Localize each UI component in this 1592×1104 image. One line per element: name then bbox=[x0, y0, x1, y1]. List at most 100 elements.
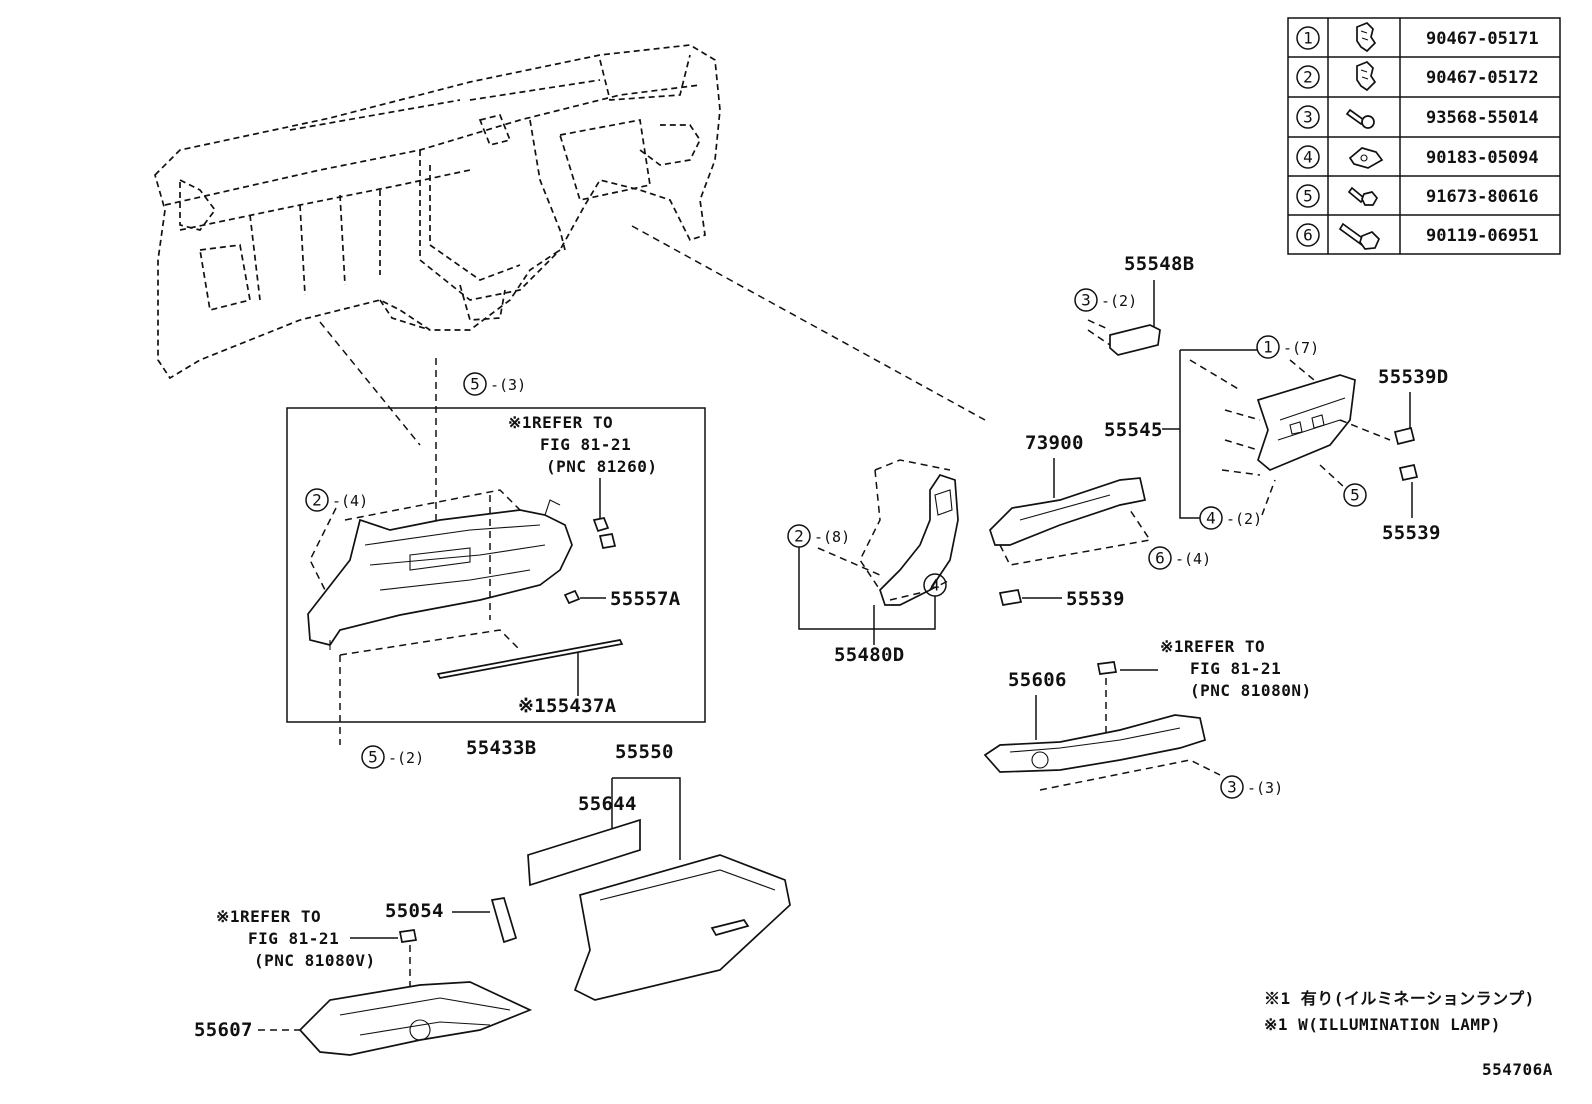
part-label-55054: 55054 bbox=[385, 900, 444, 922]
callout-5-qty-3: 5 -(3) bbox=[463, 372, 526, 396]
part-label-55548B: 55548B bbox=[1124, 253, 1194, 275]
legend-num: 5 bbox=[1303, 187, 1313, 206]
callout-number: 3 bbox=[1081, 291, 1091, 310]
clip-icon bbox=[1356, 22, 1377, 53]
glove-box-liner-55644 bbox=[527, 818, 641, 887]
nut-clip-icon bbox=[1348, 147, 1384, 169]
refer-note-line: (PNC 81080V) bbox=[254, 951, 376, 970]
lamp-socket-81080V bbox=[398, 929, 418, 943]
callout-5-right: 5 bbox=[1343, 483, 1367, 507]
part-label-55437A: ※155437A bbox=[518, 695, 617, 717]
refer-note-81080N: ※1REFER TO FIG 81-21 (PNC 81080N) bbox=[1160, 637, 1312, 700]
switch-55539D bbox=[1393, 426, 1416, 446]
callout-3-qty-3: 3 -(3) bbox=[1220, 775, 1283, 799]
legend-row-2: 2 90467-05172 bbox=[1296, 61, 1539, 92]
legend-row-5: 5 91673-80616 bbox=[1296, 184, 1539, 208]
callout-number: 2 bbox=[312, 491, 322, 510]
legend-part-number: 91673-80616 bbox=[1426, 187, 1539, 207]
callout-4-qty-2: 4 -(2) bbox=[1199, 506, 1262, 530]
legend-num: 3 bbox=[1303, 108, 1313, 127]
refer-note-81260: ※1REFER TO FIG 81-21 (PNC 81260) bbox=[508, 413, 657, 476]
lamp-socket-81260 bbox=[592, 517, 617, 549]
side-panel-55480D bbox=[879, 473, 959, 606]
callout-6-qty-4: 6 -(4) bbox=[1148, 546, 1211, 570]
trim-piece-55548B bbox=[1109, 324, 1161, 356]
footnote-english: ※1 W(ILLUMINATION LAMP) bbox=[1264, 1015, 1501, 1034]
callout-number: 6 bbox=[1155, 549, 1165, 568]
bulb-55557A bbox=[563, 589, 581, 605]
refer-note-line: ※1REFER TO bbox=[508, 413, 613, 432]
callout-number: 5 bbox=[1350, 486, 1360, 505]
callout-2-qty-8: 2 -(8) bbox=[787, 524, 850, 548]
refer-note-line: (PNC 81260) bbox=[546, 457, 657, 476]
switch-55539-right bbox=[1398, 463, 1419, 482]
under-cover-55607 bbox=[298, 981, 533, 1056]
legend-num: 2 bbox=[1303, 68, 1313, 87]
assembly-55433B-frame bbox=[286, 407, 706, 723]
switch-55539-mid bbox=[998, 589, 1023, 606]
legend-num: 4 bbox=[1303, 148, 1313, 167]
part-label-55539D: 55539D bbox=[1378, 366, 1448, 388]
callout-number: 2 bbox=[794, 527, 804, 546]
callout-quantity: -(3) bbox=[1247, 779, 1283, 797]
callout-3-qty-2: 3 -(2) bbox=[1074, 288, 1137, 312]
callout-number: 5 bbox=[368, 748, 378, 767]
light-strip-55437A bbox=[436, 639, 624, 679]
diagram-id: 554706A bbox=[1482, 1060, 1553, 1079]
switch-bezel-55545 bbox=[1256, 374, 1356, 471]
part-label-55557A: 55557A bbox=[610, 588, 681, 610]
knee-airbag-73900 bbox=[989, 477, 1147, 546]
callout-1-qty-7: 1 -(7) bbox=[1256, 335, 1319, 359]
refer-note-line: FIG 81-21 bbox=[248, 929, 339, 948]
callout-quantity: -(4) bbox=[1175, 550, 1211, 568]
under-cover-55606 bbox=[983, 714, 1207, 773]
legend-row-3: 3 93568-55014 bbox=[1296, 105, 1539, 129]
refer-note-line: FIG 81-21 bbox=[540, 435, 631, 454]
refer-note-line: (PNC 81080N) bbox=[1190, 681, 1312, 700]
legend-row-6: 6 90119-06951 bbox=[1296, 222, 1539, 250]
legend-num: 1 bbox=[1303, 29, 1313, 48]
callout-number: 5 bbox=[470, 375, 480, 394]
damper-55054 bbox=[490, 897, 518, 944]
part-label-55539-right: 55539 bbox=[1382, 522, 1441, 544]
callout-quantity: -(7) bbox=[1283, 339, 1319, 357]
footnote-japanese: ※1 有り(イルミネーションランプ) bbox=[1264, 989, 1535, 1008]
part-label-55545: 55545 bbox=[1104, 419, 1163, 441]
clip-icon bbox=[1356, 61, 1377, 92]
callout-quantity: -(8) bbox=[814, 528, 850, 546]
refer-note-line: FIG 81-21 bbox=[1190, 659, 1281, 678]
refer-note-line: ※1REFER TO bbox=[216, 907, 321, 926]
legend-part-number: 93568-55014 bbox=[1426, 108, 1539, 128]
callout-quantity: -(3) bbox=[490, 376, 526, 394]
callout-5-qty-2: 5 -(2) bbox=[361, 745, 424, 769]
part-label-55539-mid: 55539 bbox=[1066, 588, 1125, 610]
legend-part-number: 90183-05094 bbox=[1426, 148, 1539, 168]
callout-number: 4 bbox=[1206, 509, 1216, 528]
legend-row-4: 4 90183-05094 bbox=[1296, 145, 1539, 169]
refer-note-81080V: ※1REFER TO FIG 81-21 (PNC 81080V) bbox=[216, 907, 376, 970]
callout-number: 4 bbox=[930, 576, 940, 595]
part-label-55480D: 55480D bbox=[834, 644, 904, 666]
callout-2-qty-4: 2 -(4) bbox=[305, 488, 368, 512]
part-label-55644: 55644 bbox=[578, 793, 637, 815]
callout-quantity: -(2) bbox=[388, 749, 424, 767]
legend-part-number: 90467-05172 bbox=[1426, 68, 1539, 88]
part-label-55607: 55607 bbox=[194, 1019, 253, 1041]
part-label-55606: 55606 bbox=[1008, 669, 1067, 691]
instrument-panel-illustration bbox=[154, 44, 721, 380]
fastener-legend-table: 1 90467-05171 2 90467-05172 3 93568-5501 bbox=[1287, 17, 1561, 255]
glove-box-door-55550 bbox=[573, 854, 791, 1001]
legend-part-number: 90119-06951 bbox=[1426, 226, 1539, 246]
callout-number: 1 bbox=[1263, 338, 1273, 357]
part-label-73900: 73900 bbox=[1025, 432, 1084, 454]
screw-icon bbox=[1347, 186, 1379, 206]
bolt-icon bbox=[1338, 222, 1381, 250]
legend-part-number: 90467-05171 bbox=[1426, 29, 1539, 49]
callout-quantity: -(4) bbox=[332, 492, 368, 510]
lamp-socket-81080N bbox=[1096, 661, 1118, 675]
part-label-55550: 55550 bbox=[615, 741, 674, 763]
callout-quantity: -(2) bbox=[1101, 292, 1137, 310]
lower-panel-55433B bbox=[307, 499, 573, 650]
